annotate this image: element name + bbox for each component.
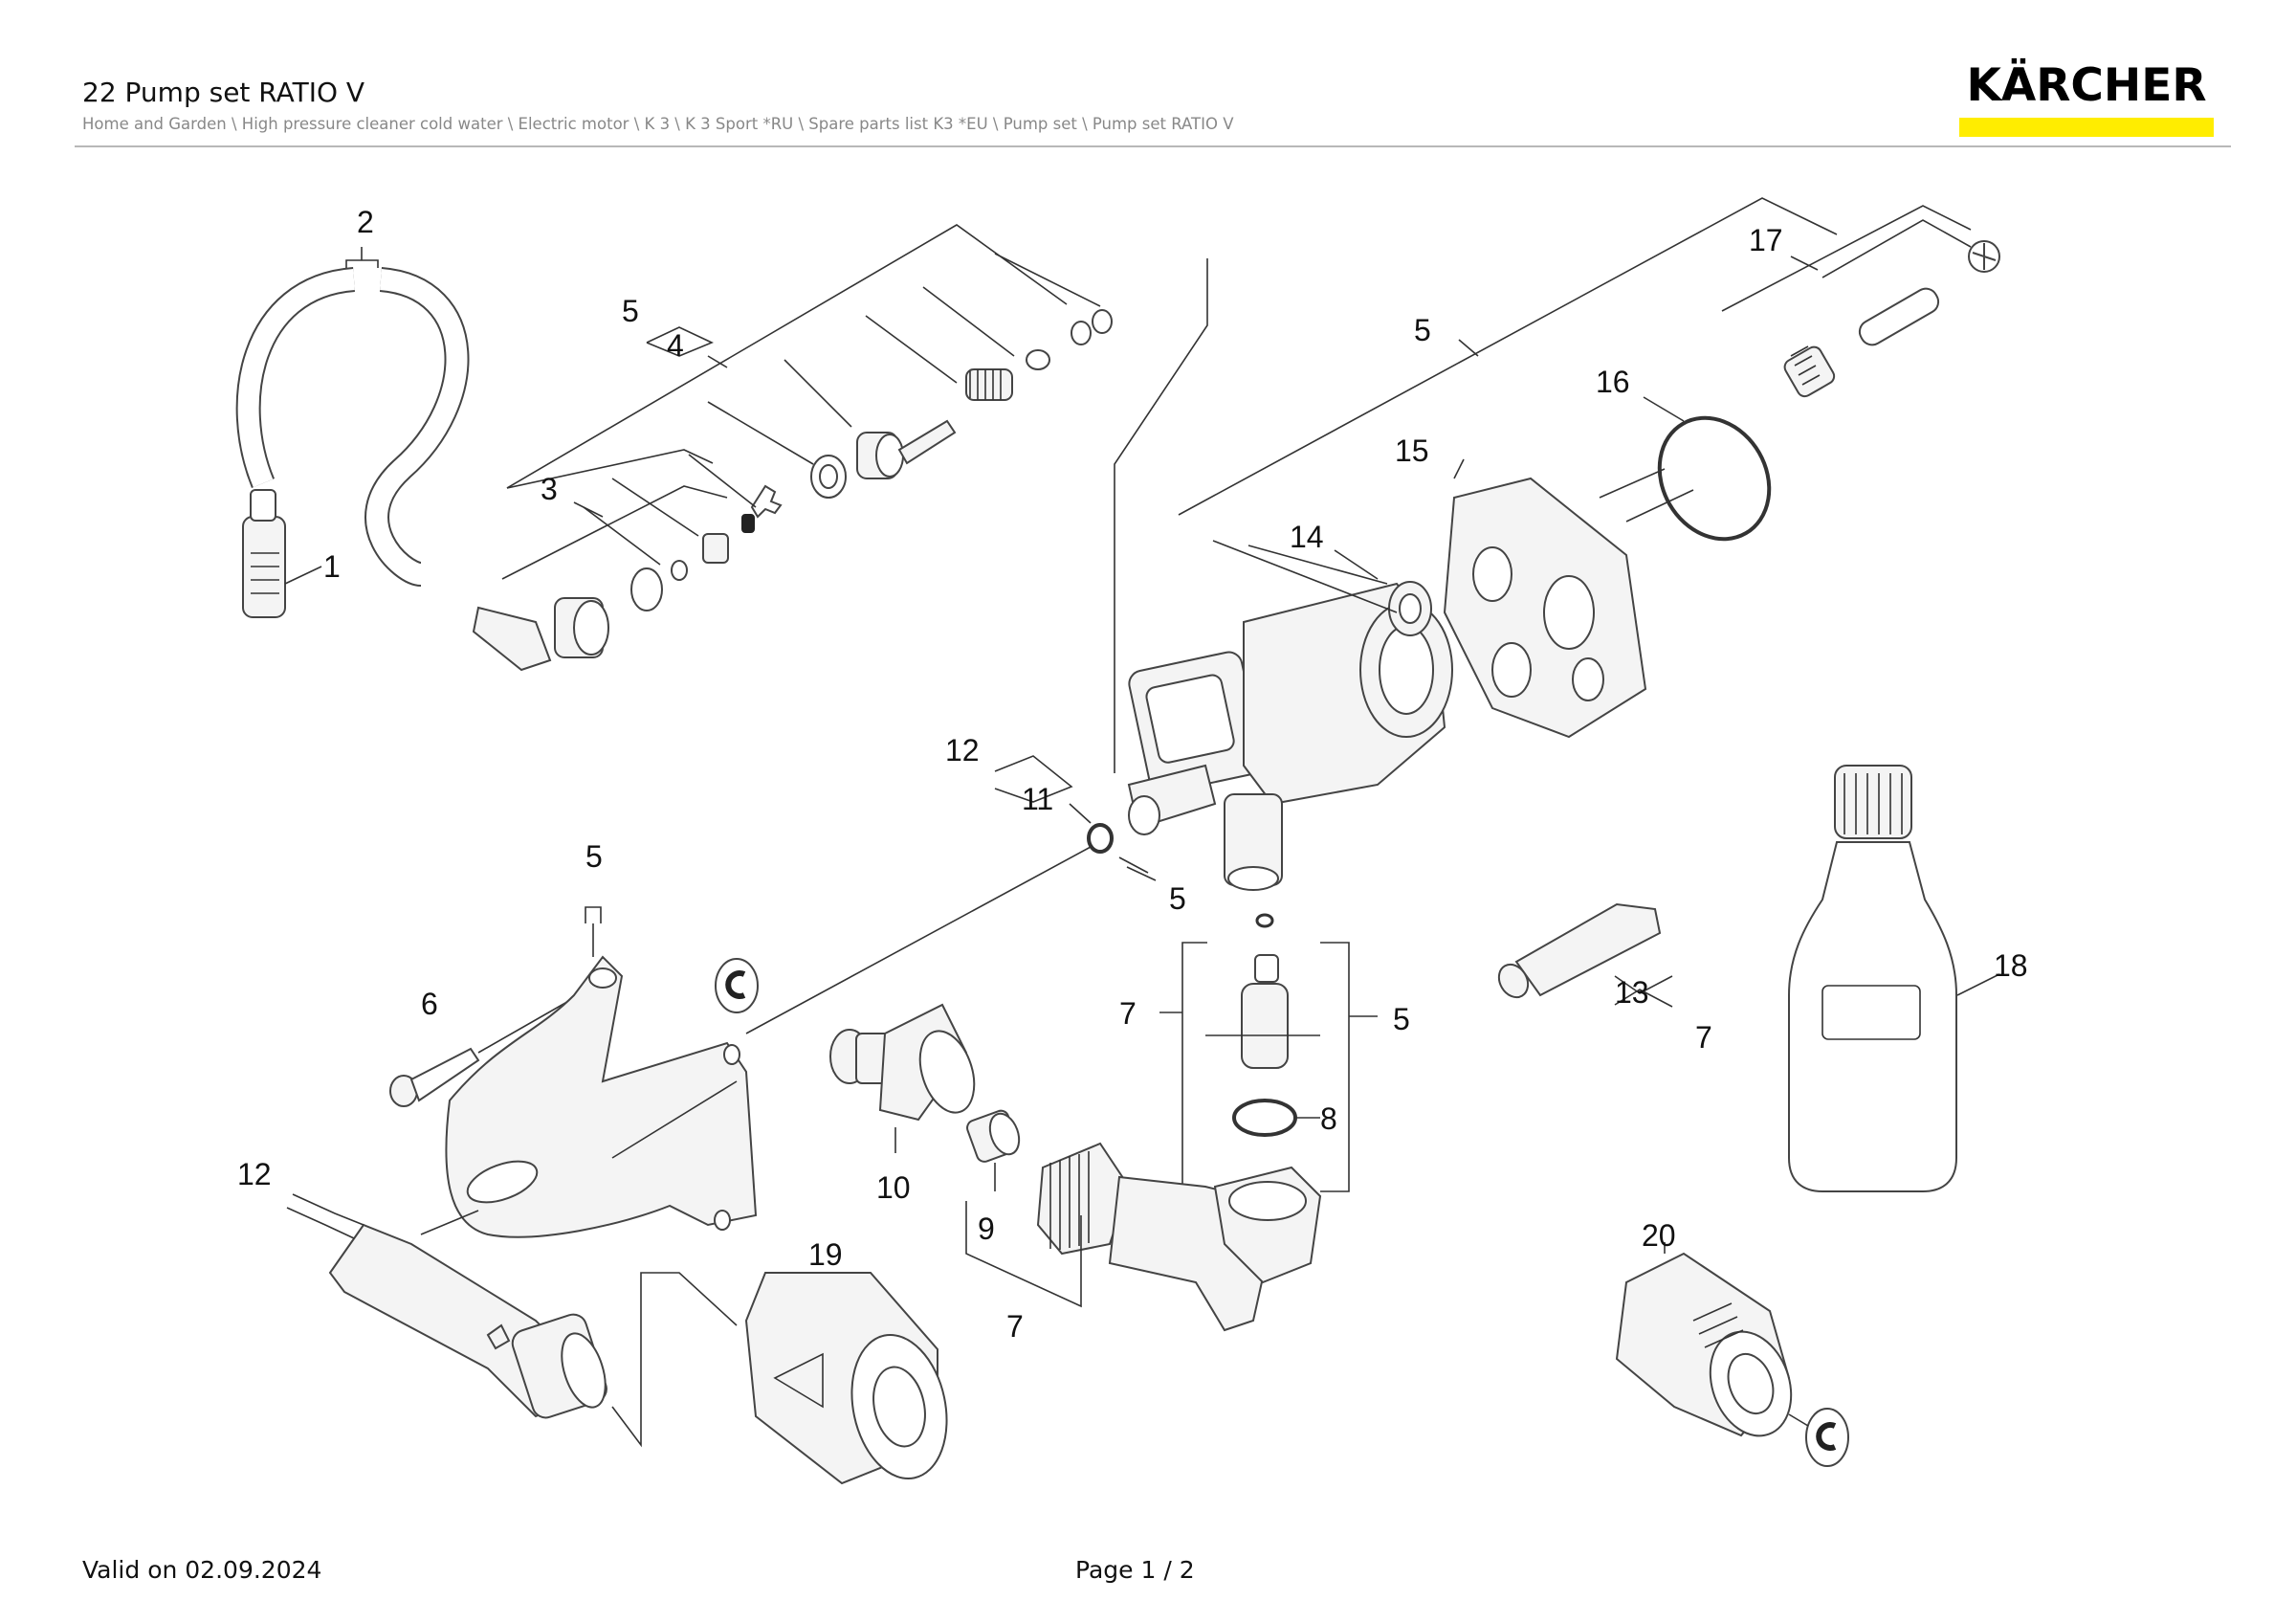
brand-logo: KÄRCHER <box>1959 63 2214 137</box>
label-17: 17 <box>1749 223 1783 257</box>
part-19-nut <box>744 1272 948 1485</box>
part-12-outlet-pipe <box>286 1193 738 1448</box>
part-6-screw <box>389 994 580 1107</box>
label-4: 4 <box>667 328 684 363</box>
label-18: 18 <box>1994 948 2028 983</box>
label-13: 13 <box>1615 975 1649 1010</box>
label-2: 2 <box>357 205 374 239</box>
leader-lines <box>573 256 1819 580</box>
valid-on-date: Valid on 02.09.2024 <box>82 1556 322 1584</box>
label-5-d: 5 <box>1169 881 1186 916</box>
label-5-e: 5 <box>1393 1002 1410 1036</box>
part-3-inlet-connector <box>472 449 783 672</box>
label-7-b: 7 <box>1695 1020 1712 1055</box>
label-8: 8 <box>1320 1101 1337 1136</box>
label-6: 6 <box>421 987 438 1021</box>
part-labels: 1 2 3 4 5 5 6 7 7 7 8 9 10 11 12 12 13 1… <box>237 205 2028 1344</box>
page-title: 22 Pump set RATIO V <box>82 77 365 108</box>
label-11: 11 <box>1022 782 1053 816</box>
part-7-nozzle-assembly <box>1159 913 1378 1192</box>
bracket <box>420 906 758 1238</box>
label-10: 10 <box>876 1170 911 1205</box>
label-15: 15 <box>1395 434 1429 468</box>
part-1-filter <box>242 489 322 618</box>
label-19: 19 <box>808 1237 843 1272</box>
label-12-a: 12 <box>945 733 980 767</box>
page-number: Page 1 / 2 <box>1075 1556 1195 1584</box>
part-2-hose <box>235 247 470 587</box>
part-7-outlet-elbow <box>965 1142 1322 1332</box>
pump-housing-assembly <box>1127 197 2001 891</box>
part-9-insert <box>966 1109 1021 1191</box>
part-11-oring <box>745 755 1157 1034</box>
breadcrumb: Home and Garden \ High pressure cleaner … <box>82 115 1234 133</box>
label-16: 16 <box>1596 365 1630 399</box>
brand-accent-bar <box>1959 118 2214 137</box>
label-3: 3 <box>541 472 558 506</box>
label-9: 9 <box>978 1212 995 1246</box>
part-4-valve-group <box>506 224 1208 773</box>
part-10-coupling <box>715 958 976 1153</box>
label-14: 14 <box>1290 520 1324 554</box>
label-7-a: 7 <box>1119 996 1137 1031</box>
label-20: 20 <box>1642 1218 1676 1253</box>
label-5-b: 5 <box>1414 313 1431 347</box>
brand-wordmark: KÄRCHER <box>1966 59 2207 112</box>
label-7-c: 7 <box>1006 1309 1024 1344</box>
label-5-a: 5 <box>622 294 639 328</box>
part-13-grease-tube <box>1497 902 1673 1008</box>
label-1: 1 <box>323 549 341 584</box>
label-5-c: 5 <box>585 839 603 874</box>
part-18-bottle <box>1788 765 2000 1192</box>
label-12-b: 12 <box>237 1157 272 1191</box>
part-20-coupling <box>1615 1242 1849 1467</box>
header-divider <box>75 145 2231 147</box>
